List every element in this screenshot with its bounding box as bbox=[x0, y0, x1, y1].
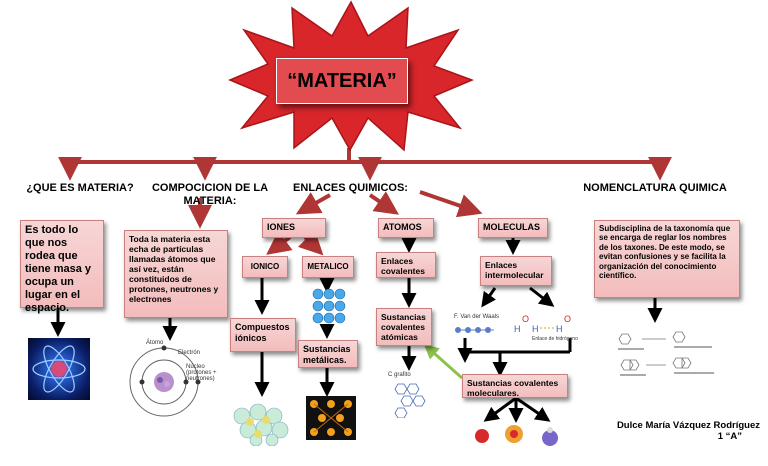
author-group: 1 “A” bbox=[717, 431, 742, 442]
enlaces-covalentes-box: Enlaces covalentes bbox=[376, 252, 436, 278]
molecules-image bbox=[468, 418, 568, 454]
black-arrows bbox=[50, 238, 663, 423]
nomenclatura-box: Subdisciplina de la taxonomía que se enc… bbox=[594, 220, 740, 298]
hydrogen-bond-image: H O H H O Enlace de hidrógeno bbox=[510, 310, 580, 344]
sustancias-cov-atomicas-box: Sustancias covalentes atómicas bbox=[376, 308, 432, 346]
atomo-label: Átomo bbox=[146, 340, 164, 346]
hidrogeno-label: Enlace de hidrógeno bbox=[532, 336, 578, 342]
branch-nomenclatura: NOMENCLATURA QUIMICA bbox=[583, 182, 727, 194]
oxygen-symbol-2: O bbox=[564, 314, 571, 324]
atomos-box: ATOMOS bbox=[378, 218, 434, 238]
oxygen-symbol-1: O bbox=[522, 314, 529, 324]
composicion-box: Toda la materia esta echa de partículas … bbox=[124, 230, 228, 318]
graphite-image bbox=[390, 382, 430, 419]
metalic-lattice-image bbox=[312, 288, 346, 324]
bohr-atom-image: Átomo Electrón Núcleo (protones + neutro… bbox=[124, 340, 217, 418]
enlaces-intermolecular-box: Enlaces intermolecular bbox=[480, 256, 552, 286]
definicion-box: Es todo lo que nos rodea que tiene masa … bbox=[20, 220, 104, 314]
red-trunk bbox=[58, 148, 672, 256]
moleculas-box: MOLECULAS bbox=[478, 218, 548, 238]
grafito-label: C grafito bbox=[388, 372, 411, 378]
nucleo-label: Núcleo (protones + neutrones) bbox=[186, 364, 217, 382]
metalico-box: METALICO bbox=[302, 256, 354, 278]
nomenclature-structures-image bbox=[612, 330, 742, 386]
atom-image bbox=[28, 338, 90, 400]
electron-label: Electrón bbox=[178, 350, 201, 356]
sustancias-cov-moleculares-box: Sustancias covalentes moleculares. bbox=[462, 374, 568, 398]
branch-composicion: COMPOCICION DE LA MATERIA: bbox=[151, 182, 269, 208]
sustancias-metalicas-box: Sustancias metálicas. bbox=[298, 340, 358, 368]
hydrogen-symbol-2: H bbox=[532, 324, 539, 334]
branch-enlaces: ENLACES QUIMICOS: bbox=[293, 182, 408, 194]
van-der-waals-image bbox=[454, 322, 498, 338]
hydrogen-symbol-1: H bbox=[514, 324, 521, 334]
branch-que-es-materia: ¿QUE ES MATERIA? bbox=[26, 182, 134, 194]
author-name: Dulce María Vázquez Rodríguez bbox=[616, 420, 760, 431]
ionic-crystal-image bbox=[232, 396, 292, 447]
compuestos-ionicos-box: Compuestos iónicos bbox=[230, 318, 296, 352]
iones-box: IONES bbox=[262, 218, 326, 238]
hydrogen-symbol-3: H bbox=[556, 324, 563, 334]
title-box: “MATERIA” bbox=[276, 58, 408, 104]
green-arrow bbox=[423, 344, 463, 380]
metal-crystal-image bbox=[306, 396, 356, 440]
van-der-waals-label: F. Van der Waals bbox=[454, 314, 500, 320]
page-title: “MATERIA” bbox=[287, 69, 397, 92]
ionico-box: IONICO bbox=[242, 256, 288, 278]
